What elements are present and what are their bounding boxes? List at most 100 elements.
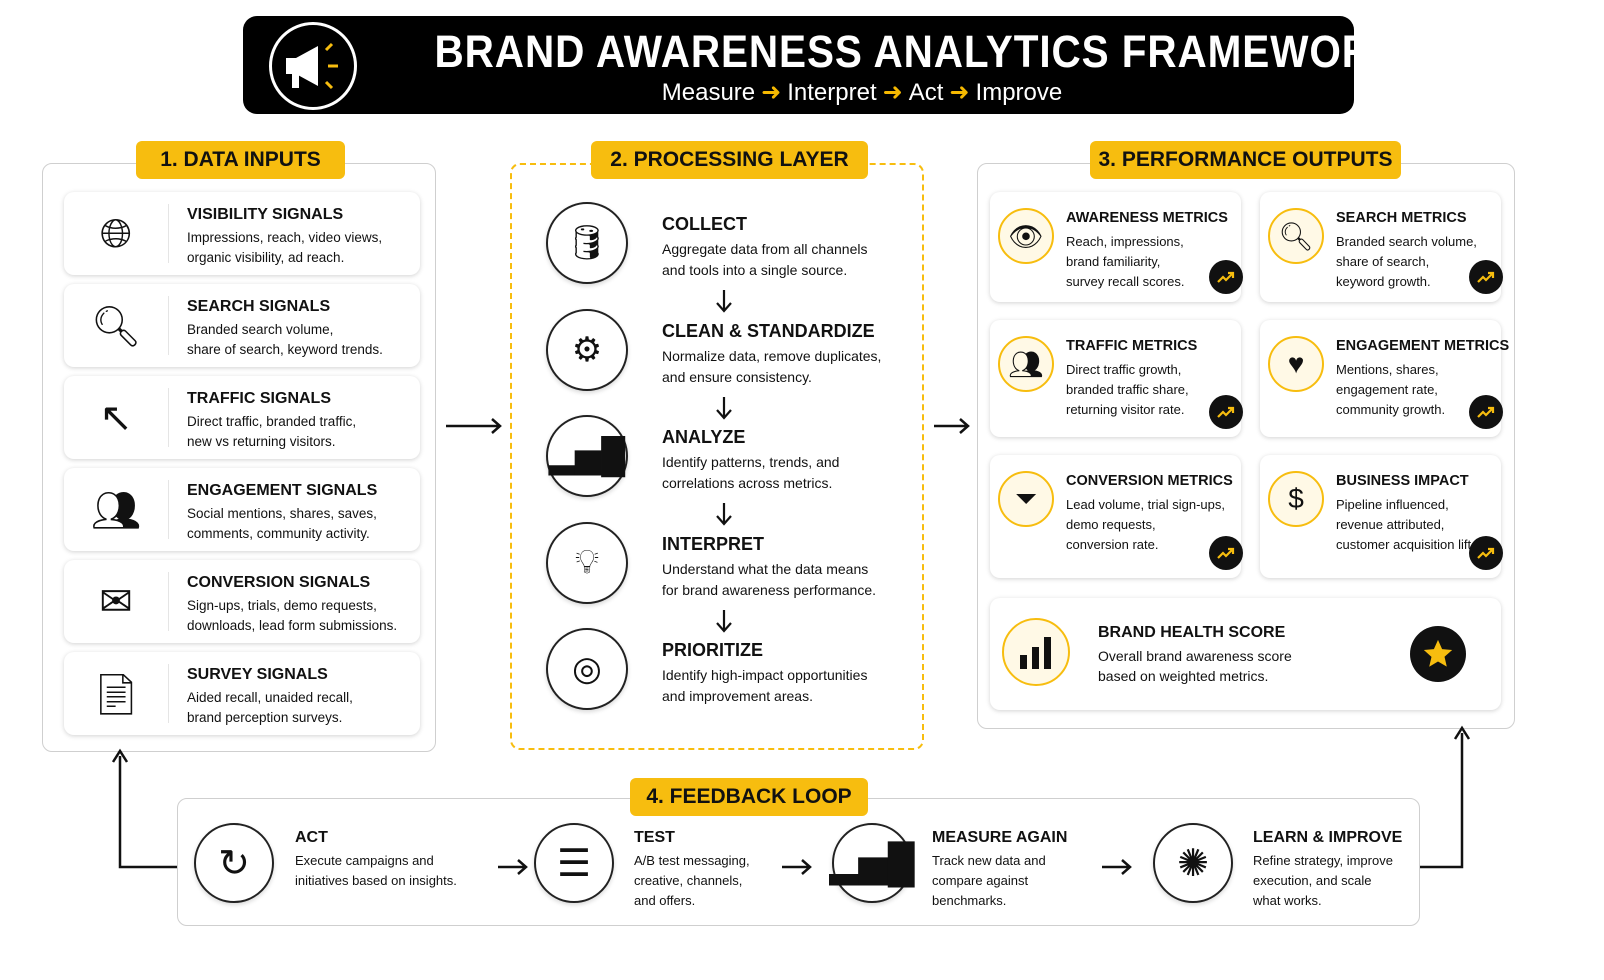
processing-label: 2. PROCESSING LAYER [591,141,868,179]
search-icon: 🔍︎ [1268,208,1324,264]
input-title: CONVERSION SIGNALS [187,574,371,591]
trend-up-icon [1469,395,1503,429]
output-desc: Reach, impressions,brand familiarity,sur… [1066,234,1185,289]
output-desc: Mentions, shares,engagement rate,communi… [1336,362,1446,417]
trend-up-icon [1209,395,1243,429]
target-icon: ◎ [546,628,628,710]
input-desc: Aided recall, unaided recall,brand perce… [187,690,353,725]
header-banner: BRAND AWARENESS ANALYTICS FRAMEWORK Meas… [243,16,1403,114]
output-card: ⏷ CONVERSION METRICS Lead volume, trial si… [990,455,1243,578]
bar-chart-icon: ▂▅█ [829,823,915,903]
funnel-icon: ⏷ [998,471,1054,527]
feedback-title: MEASURE AGAIN [932,829,1068,846]
trend-up-icon [1209,260,1243,294]
output-card: 👁︎ AWARENESS METRICS Reach, impressions,br… [990,192,1243,302]
output-title: TRAFFIC METRICS [1066,338,1198,354]
brand-health-card: BRAND HEALTH SCORE Overall brand awarene… [990,598,1501,710]
search-icon: 🔍︎ [90,304,142,349]
megaphone-icon [269,22,357,110]
input-desc: Social mentions, shares, saves,comments,… [187,506,377,541]
arrow-processing-to-outputs [934,418,970,434]
lightbulb-icon: 💡︎ [546,521,628,604]
refresh-icon: ↻ [194,823,274,903]
trend-up-icon [1209,536,1243,570]
right-arrow-icon [780,857,814,882]
feedback-title: TEST [634,829,675,846]
right-arrow-icon [496,857,530,882]
input-title: ENGAGEMENT SIGNALS [187,482,378,499]
brain-icon: ✺ [1153,823,1233,903]
output-title: AWARENESS METRICS [1066,210,1228,226]
input-title: TRAFFIC SIGNALS [187,390,331,407]
down-arrow-icon [714,395,734,426]
output-card: ♥ ENGAGEMENT METRICS Mentions, shares,enga… [1260,320,1509,437]
input-card: 👥︎ ENGAGEMENT SIGNALS Social mentions, sha… [64,468,420,551]
feedback-title: LEARN & IMPROVE [1253,829,1403,846]
loop-arrow-left [111,748,177,869]
output-title: ENGAGEMENT METRICS [1336,338,1510,354]
data-inputs-label: 1. DATA INPUTS [136,141,345,179]
process-step: 🛢︎ COLLECT Aggregate data from all channel… [546,202,916,292]
envelope-icon: ✉ [99,580,133,624]
bar-chart-icon: ▂▅█ [546,415,628,497]
input-card: ✉ CONVERSION SIGNALS Sign-ups, trials, dem… [64,560,420,643]
input-title: SEARCH SIGNALS [187,298,331,315]
page-subtitle: Measure➜Interpret➜Act➜Improve [661,79,1063,106]
bar-chart-icon [1002,618,1070,686]
process-step: 💡︎ INTERPRET Understand what the data mean… [546,521,916,612]
trend-up-icon [1469,536,1503,570]
step-title: CLEAN & STANDARDIZE [662,320,875,341]
outputs-label: 3. PERFORMANCE OUTPUTS [1090,141,1401,179]
down-arrow-icon [714,288,734,319]
step-title: PRIORITIZE [662,640,764,660]
output-title: CONVERSION METRICS [1066,473,1233,489]
star-icon [1410,626,1466,682]
output-desc: Lead volume, trial sign-ups,demo request… [1066,497,1225,552]
input-card: ↖ TRAFFIC SIGNALS Direct traffic, branded … [64,376,420,459]
feedback-label: 4. FEEDBACK LOOP [630,778,868,816]
step-title: INTERPRET [662,533,765,554]
down-arrow-icon [714,501,734,532]
cursor-icon: ↖ [99,396,133,440]
output-title: BUSINESS IMPACT [1336,473,1469,489]
page-title: BRAND AWARENESS ANALYTICS FRAMEWORK [434,26,1403,77]
arrow-inputs-to-processing [446,418,502,434]
output-desc: Branded search volume,share of search,ke… [1336,234,1477,289]
process-step: ◎ PRIORITIZE Identify high-impact opportun… [546,628,916,718]
dollar-icon: $ [1268,471,1324,527]
output-desc: Direct traffic growth,branded traffic sh… [1066,362,1189,417]
database-icon: 🛢︎ [546,202,628,284]
process-step: ▂▅█ ANALYZE Identify patterns, trends, and… [546,415,916,505]
eye-icon: 👁︎ [998,208,1054,264]
step-title: COLLECT [662,214,747,234]
input-desc: Direct traffic, branded traffic,new vs r… [187,414,357,449]
gear-icon: ⚙ [546,308,628,391]
document-icon: 📄︎ [90,672,142,717]
step-title: ANALYZE [662,427,746,447]
right-arrow-icon [1100,857,1134,882]
input-desc: Sign-ups, trials, demo requests,download… [187,598,398,633]
heart-icon: ♥ [1268,336,1324,392]
output-desc: Pipeline influenced,revenue attributed,c… [1336,497,1475,552]
people-icon: 👥︎ [90,488,142,533]
checklist-icon: ☰ [534,823,614,903]
